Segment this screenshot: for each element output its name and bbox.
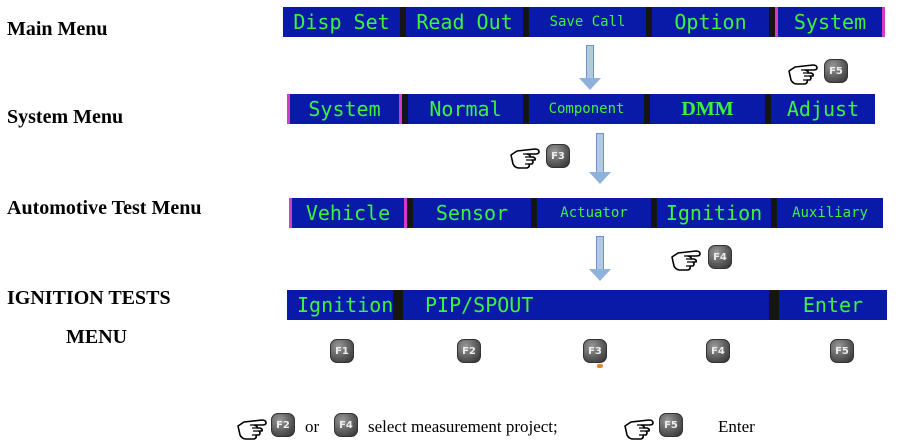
function-key-f4[interactable]: F4 (706, 339, 730, 363)
function-key-icon[interactable]: F3 (546, 144, 570, 168)
function-key-icon[interactable]: F4 (708, 245, 732, 269)
softkey-disp-set[interactable]: Disp Set (283, 7, 400, 37)
softkey-save-call[interactable]: Save Call (529, 7, 646, 37)
function-key-icon[interactable]: F2 (271, 413, 295, 437)
ignition-tests-label: IGNITION TESTS (7, 287, 171, 309)
softkey-sensor[interactable]: Sensor (413, 198, 531, 228)
arrow-down-icon (589, 236, 611, 282)
softkey-auxiliary[interactable]: Auxiliary (777, 198, 883, 228)
pointing-hand-icon (787, 59, 819, 87)
function-key-f1[interactable]: F1 (330, 339, 354, 363)
automotive-test-menu-bar: Vehicle Sensor Actuator Ignition Auxilia… (289, 198, 883, 228)
softkey-actuator[interactable]: Actuator (537, 198, 651, 228)
softkey-ignition[interactable]: Ignition (657, 198, 771, 228)
indicator-dot (597, 364, 603, 368)
main-menu-bar: Disp Set Read Out Save Call Option Syste… (283, 7, 885, 37)
softkey-dmm[interactable]: DMM (650, 94, 765, 124)
softkey-separator (407, 198, 413, 228)
softkey-separator (523, 94, 529, 124)
softkey-separator (644, 94, 650, 124)
system-menu-bar: System Normal Component DMM Adjust (287, 94, 875, 124)
softkey-separator (769, 290, 779, 320)
function-key-f2[interactable]: F2 (457, 339, 481, 363)
softkey-separator (771, 198, 777, 228)
softkey-separator (393, 290, 403, 320)
arrow-down-icon (589, 133, 611, 185)
softkey-option[interactable]: Option (652, 7, 769, 37)
softkey-enter[interactable]: Enter (779, 290, 887, 320)
softkey-separator (531, 198, 537, 228)
softkey-separator (651, 198, 657, 228)
softkey-pip-spout[interactable]: PIP/SPOUT (403, 290, 769, 320)
softkey-separator (765, 94, 771, 124)
function-key-icon[interactable]: F5 (659, 413, 683, 437)
softkey-component[interactable]: Component (529, 94, 644, 124)
softkey-ignition[interactable]: Ignition (287, 290, 393, 320)
softkey-separator (646, 7, 652, 37)
footer-or-text: or (305, 417, 320, 436)
footer-select-text: select measurement project; (368, 417, 558, 436)
pointing-hand-icon (509, 143, 541, 171)
ignition-tests-menu-bar: Ignition PIP/SPOUT Enter (287, 290, 887, 320)
ignition-tests-label-line2: MENU (66, 326, 128, 348)
pointing-hand-icon (670, 245, 702, 273)
footer-enter-text: Enter (718, 417, 755, 436)
main-menu-label: Main Menu (7, 18, 108, 40)
function-key-f3[interactable]: F3 (583, 339, 607, 363)
softkey-vehicle[interactable]: Vehicle (289, 198, 407, 228)
softkey-system[interactable]: System (287, 94, 402, 124)
function-key-icon[interactable]: F5 (824, 59, 848, 83)
arrow-down-icon (579, 45, 601, 91)
pointing-hand-icon (236, 414, 268, 442)
softkey-read-out[interactable]: Read Out (406, 7, 523, 37)
automotive-test-menu-label: Automotive Test Menu (7, 197, 202, 219)
pointing-hand-icon (623, 414, 655, 442)
function-key-f5[interactable]: F5 (830, 339, 854, 363)
softkey-normal[interactable]: Normal (408, 94, 523, 124)
softkey-separator (400, 7, 406, 37)
softkey-adjust[interactable]: Adjust (771, 94, 875, 124)
softkey-system[interactable]: System (775, 7, 885, 37)
function-key-icon[interactable]: F4 (334, 413, 358, 437)
softkey-separator (402, 94, 408, 124)
softkey-separator (523, 7, 529, 37)
softkey-separator (769, 7, 775, 37)
system-menu-label: System Menu (7, 106, 124, 128)
